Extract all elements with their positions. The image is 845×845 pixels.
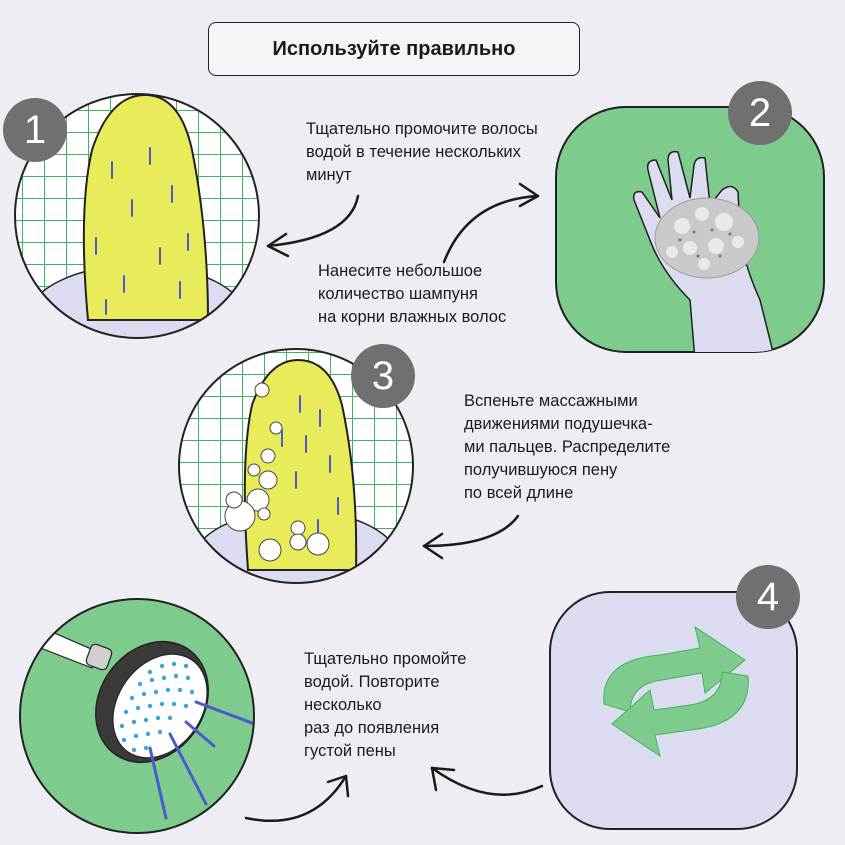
step-3-text: Вспеньте массажными движениями подушечка… bbox=[464, 392, 671, 502]
title-box: Используйте правильно bbox=[208, 22, 580, 76]
repeat-icon bbox=[549, 591, 798, 830]
step-2-text: Нанесите небольшое количество шампуня на… bbox=[318, 262, 507, 326]
foam-hair-icon bbox=[178, 348, 414, 584]
step-3-badge: 3 bbox=[351, 344, 415, 408]
step-2-badge: 2 bbox=[728, 81, 792, 145]
step-4-text: Тщательно промойте водой. Повторите неск… bbox=[304, 650, 467, 760]
step-4-badge: 4 bbox=[736, 565, 800, 629]
step-1-badge: 1 bbox=[3, 98, 67, 162]
arrow-4 bbox=[430, 766, 544, 796]
step-2-number: 2 bbox=[749, 91, 771, 135]
shampoo-hand-icon bbox=[555, 106, 825, 353]
step-4-number: 4 bbox=[757, 575, 779, 619]
arrow-2 bbox=[442, 182, 540, 264]
shower-head-icon bbox=[19, 598, 255, 834]
page-title: Используйте правильно bbox=[272, 37, 516, 60]
step-1-text: Тщательно промочите волосы водой в течен… bbox=[306, 120, 538, 184]
arrow-5 bbox=[244, 774, 350, 822]
arrow-1 bbox=[266, 194, 360, 258]
step-1-number: 1 bbox=[24, 108, 46, 152]
step-3-number: 3 bbox=[372, 354, 394, 398]
arrow-3 bbox=[422, 514, 520, 560]
